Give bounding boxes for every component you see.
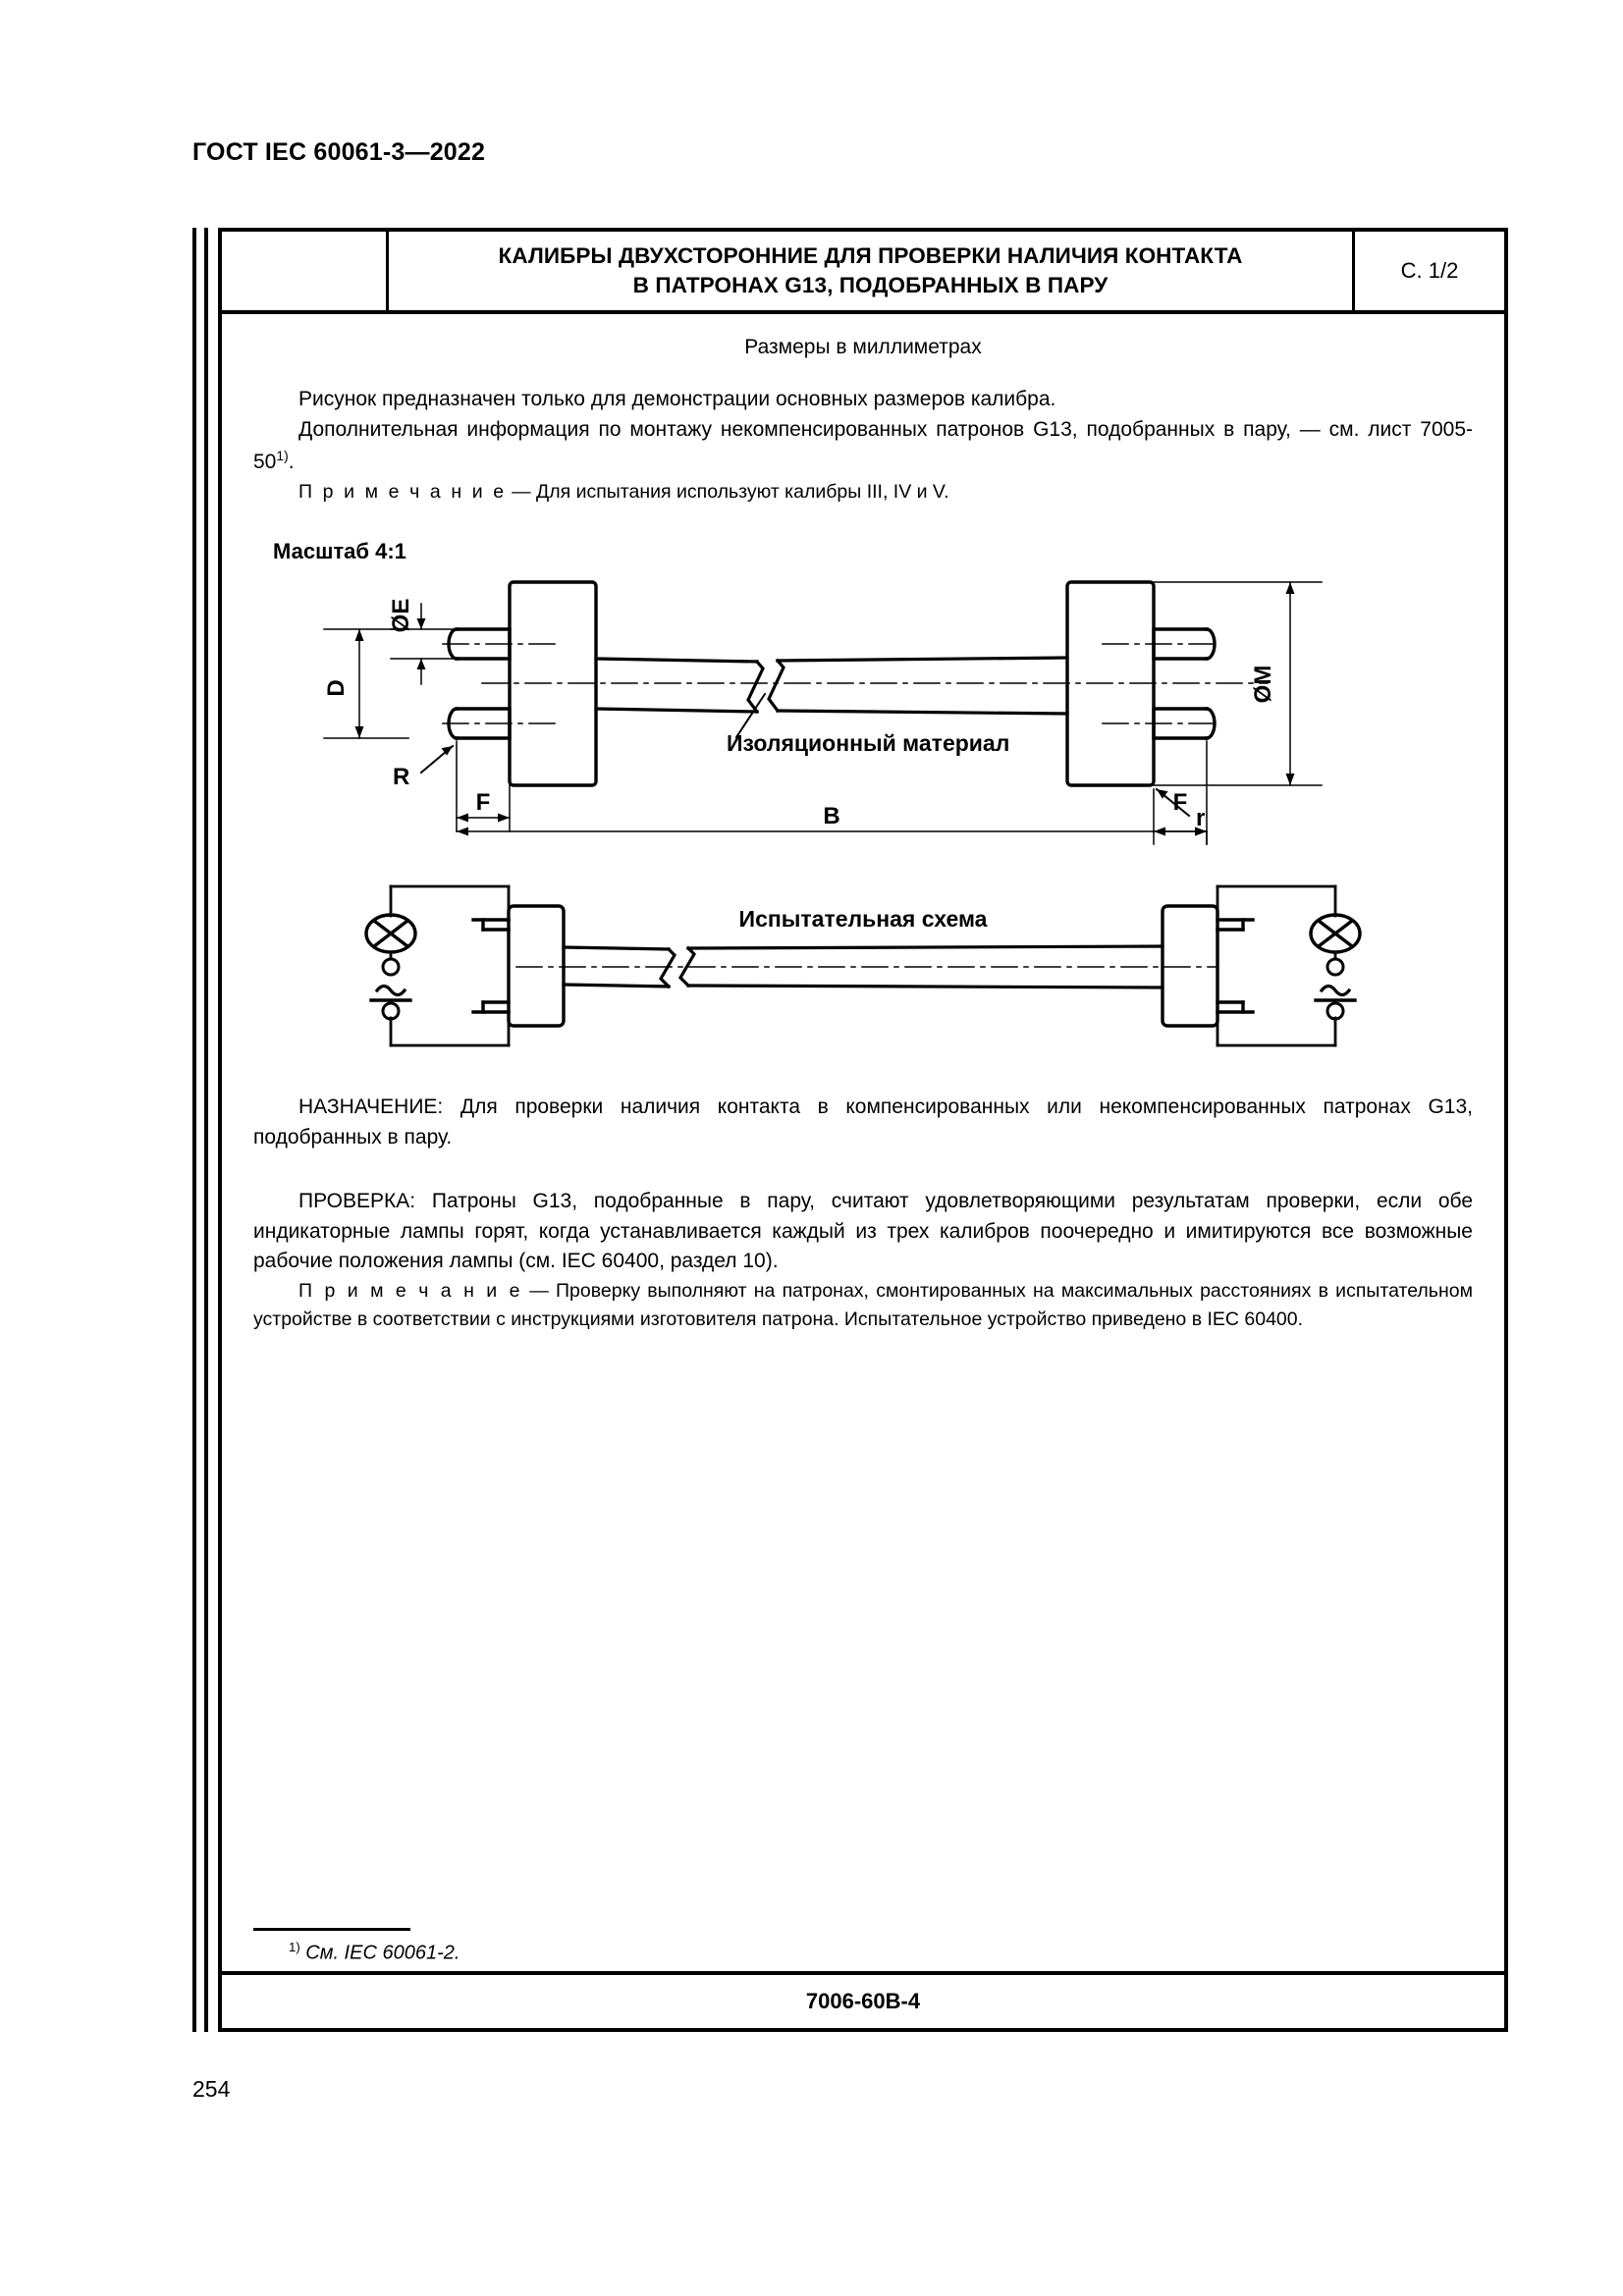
figure-test-circuit: Испытательная схема [222,873,1504,1059]
sheet-number: 7006-60В-4 [805,1989,921,2013]
dimension-label-d: D [323,679,350,696]
dimension-label-diameter-m: ØM [1250,666,1276,704]
note-mounting: П р и м е ч а н и е — Проверку выполняют… [253,1277,1473,1333]
dimension-label-radius-right: r [1196,805,1205,831]
title-block: КАЛИБРЫ ДВУХСТОРОННИЕ ДЛЯ ПРОВЕРКИ НАЛИЧ… [222,232,1504,314]
dimension-label-radius-left: R [393,764,409,790]
note-gauges-used: П р и м е ч а н и е — Для испытания испо… [253,478,1473,506]
sheet-number-band: 7006-60В-4 [222,1971,1504,2028]
footnote-zone: 1) См. IEC 60061-2. [253,1928,1473,1965]
check-label: ПРОВЕРКА: [298,1189,416,1212]
binding-rule-inner [204,228,208,2032]
sheet-frame: КАЛИБРЫ ДВУХСТОРОННИЕ ДЛЯ ПРОВЕРКИ НАЛИЧ… [218,228,1508,2032]
paragraph-check: ПРОВЕРКА: Патроны G13, подобранные в пар… [253,1187,1473,1278]
title-line-1: КАЛИБРЫ ДВУХСТОРОННИЕ ДЛЯ ПРОВЕРКИ НАЛИЧ… [498,243,1243,269]
paragraph-additional-info-text: Дополнительная информация по монтажу нек… [253,417,1473,473]
note-lead-2: П р и м е ч а н и е [298,1280,523,1303]
footnote-number-1: 1) [289,1940,300,1955]
document-header: ГОСТ IEC 60061-3—2022 [192,138,486,166]
page-label: С. 1/2 [1400,258,1459,283]
paragraph-additional-info-tail: . [288,450,295,473]
sheet-content: Размеры в миллиметрах Рисунок предназнач… [222,314,1504,2028]
paragraph-figure-purpose: Рисунок предназначен только для демонстр… [298,388,1056,410]
footnote-1: 1) См. IEC 60061-2. [289,1940,1473,1965]
footnote-separator [253,1928,410,1932]
dimension-label-f-left: F [476,789,491,816]
figure-gauge: ØE D R F B ØM r F Изоляционный материал [222,564,1504,859]
binding-rule-outer [192,228,196,2032]
paragraph-additional-info: Дополнительная информация по монтажу нек… [253,415,1473,478]
scale-label: Масштаб 4:1 [273,539,406,564]
note-body-2: — Проверку выполняют на патронах, смонти… [253,1280,1473,1330]
check-text: Патроны G13, подобранные в пару, считают… [253,1189,1473,1273]
dimension-label-f-right: F [1173,789,1188,816]
paragraph-purpose: НАЗНАЧЕНИЕ: Для проверки наличия контакт… [253,1093,1473,1153]
note-body-1: — Для испытания используют калибры III, … [506,480,949,503]
title-line-2: В ПАТРОНАХ G13, ПОДОБРАННЫХ В ПАРУ [632,273,1109,297]
footnote-marker-1: 1) [276,447,289,463]
footnote-text-1: См. IEC 60061-2. [299,1943,460,1964]
title-block-title-cell: КАЛИБРЫ ДВУХСТОРОННИЕ ДЛЯ ПРОВЕРКИ НАЛИЧ… [389,232,1355,310]
note-lead-1: П р и м е ч а н и е [298,480,507,503]
purpose-label: НАЗНАЧЕНИЕ: [298,1095,444,1119]
title-block-left-cell [222,232,389,310]
purpose-text: Для проверки наличия контакта в компенси… [253,1095,1473,1148]
insulation-material-label: Изоляционный материал [727,730,1009,756]
dimension-label-diameter-e: ØE [388,599,414,633]
units-note: Размеры в миллиметрах [744,336,982,358]
test-circuit-caption: Испытательная схема [739,906,988,932]
page-folio: 254 [192,2076,231,2102]
dimension-label-b: B [823,803,839,829]
